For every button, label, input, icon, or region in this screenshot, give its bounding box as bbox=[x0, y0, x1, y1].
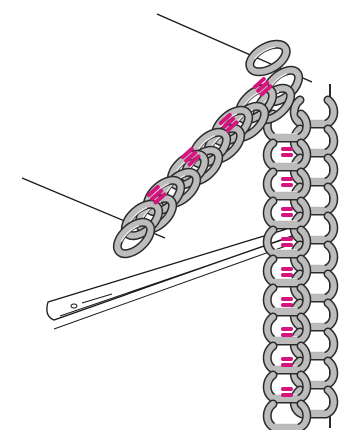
stitch-marker bbox=[281, 387, 293, 397]
stitch-marker bbox=[281, 357, 293, 367]
stitch-marker bbox=[281, 297, 293, 307]
stitch-marker bbox=[281, 177, 293, 187]
stitch-marker bbox=[281, 237, 293, 247]
stitch-marker bbox=[281, 147, 293, 157]
stitch-marker bbox=[281, 267, 293, 277]
vertical-stitch-column bbox=[267, 84, 334, 428]
stitch-marker bbox=[281, 207, 293, 217]
stitch-marker bbox=[281, 327, 293, 337]
needle bbox=[47, 228, 292, 329]
